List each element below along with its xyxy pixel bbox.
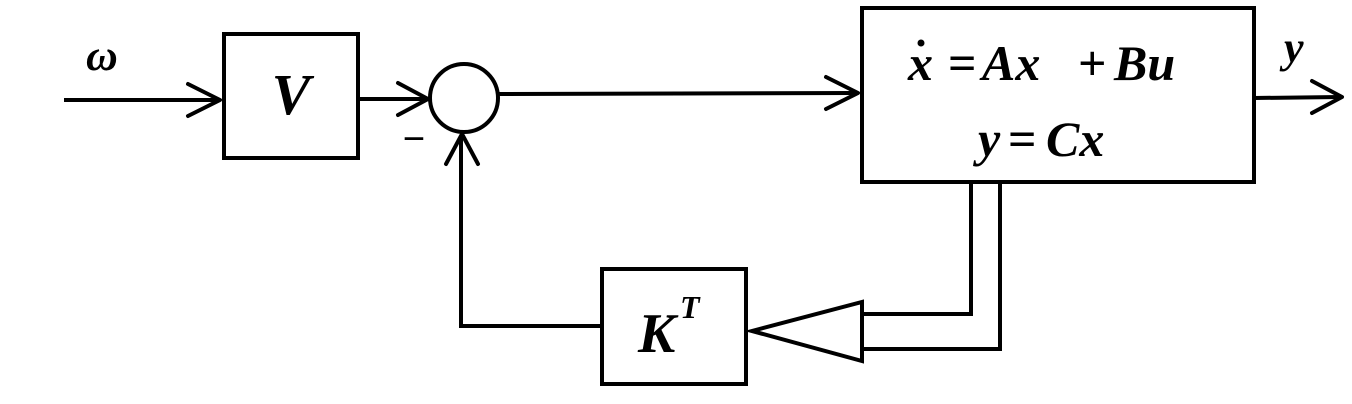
output-equation-lhs: y xyxy=(973,111,1001,167)
state-equation: x = Ax + Bu xyxy=(907,35,1175,91)
output-equation-rhs: Cx xyxy=(1046,111,1104,167)
output-signal-label: y xyxy=(1279,23,1304,72)
plant-block xyxy=(860,6,1256,184)
precompensator-label: V xyxy=(272,62,315,127)
state-equation-equals: = xyxy=(948,35,977,91)
state-equation-bu: Bu xyxy=(1113,35,1175,91)
vector-arrowhead xyxy=(744,299,864,364)
state-equation-plus: + xyxy=(1078,35,1107,91)
gain-label: K xyxy=(637,303,679,365)
output-equation: y = Cx xyxy=(973,111,1104,167)
minus-sign: − xyxy=(403,116,426,161)
sum-to-plant-line xyxy=(497,91,857,96)
gain-superscript: T xyxy=(680,289,701,325)
output-line xyxy=(1253,95,1341,100)
feedback-arrowhead xyxy=(444,132,480,166)
v-to-sum-arrowhead xyxy=(396,81,430,117)
gain-block xyxy=(600,267,748,386)
state-vector-feedback-path xyxy=(744,182,1002,364)
feedback-line xyxy=(459,136,602,328)
output-arrowhead xyxy=(1310,79,1344,115)
input-signal-label: ω xyxy=(86,31,118,80)
precompensator-block xyxy=(222,32,360,160)
state-equation-ax: Ax xyxy=(979,35,1040,91)
sum-to-plant-arrowhead xyxy=(824,75,860,111)
derivative-dot xyxy=(917,39,925,47)
summing-junction xyxy=(428,62,500,134)
input-arrowhead xyxy=(186,82,222,118)
output-equation-equals: = xyxy=(1008,111,1037,167)
